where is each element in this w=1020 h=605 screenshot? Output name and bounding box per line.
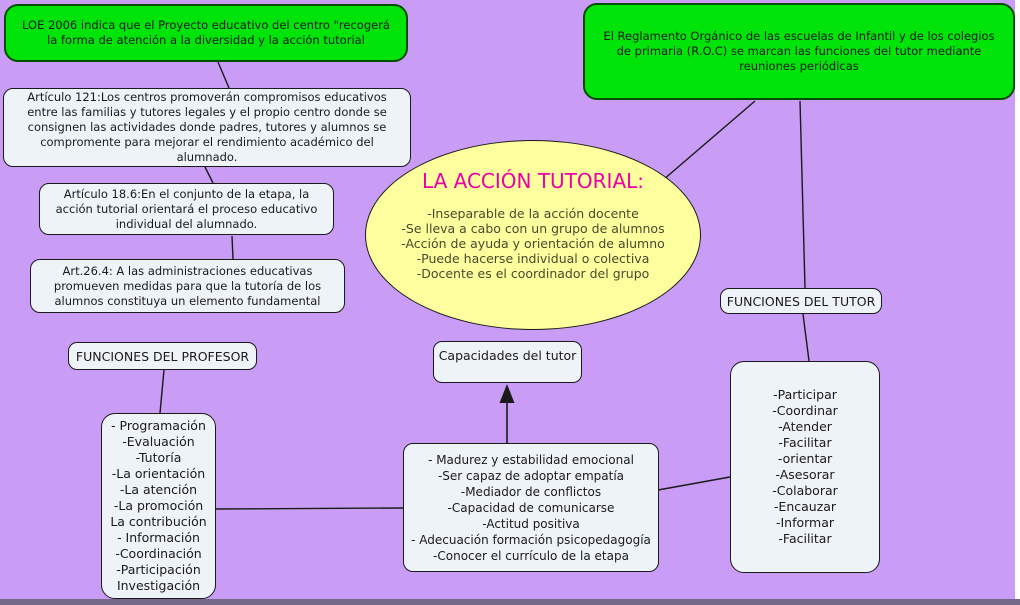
connector-capacidades-list-to-tutor-list: [657, 476, 731, 491]
node-funciones-del-profesor[interactable]: FUNCIONES DEL PROFESOR: [68, 342, 257, 370]
node-funciones-tutor-list[interactable]: -Participar -Coordinar -Atender -Facilit…: [730, 361, 880, 573]
canvas-bottom-edge: [0, 599, 1020, 605]
capacidades-del-tutor-label: Capacidades del tutor: [438, 348, 577, 363]
node-reglamento-organico[interactable]: El Reglamento Orgánico de las escuelas d…: [583, 3, 1015, 100]
node-capacidades-list[interactable]: - Madurez y estabilidad emocional -Ser c…: [403, 443, 659, 572]
node-loe-text: LOE 2006 indica que el Proyecto educativ…: [22, 18, 390, 47]
node-articulo-121[interactable]: Artículo 121:Los centros promoverán comp…: [3, 88, 411, 167]
connector-art121-to-art186: [204, 166, 214, 184]
connector-roc-to-ellipse: [662, 100, 756, 181]
funciones-profesor-list-items: - Programación -Evaluación -Tutoría -La …: [110, 418, 207, 593]
capacidades-list-items: - Madurez y estabilidad emocional -Ser c…: [411, 452, 651, 563]
node-funciones-profesor-list[interactable]: - Programación -Evaluación -Tutoría -La …: [101, 413, 216, 599]
node-funciones-del-tutor[interactable]: FUNCIONES DEL TUTOR: [720, 288, 882, 314]
node-roc-text: El Reglamento Orgánico de las escuelas d…: [603, 29, 995, 73]
connector-roc-to-funciones-tutor: [799, 100, 806, 289]
connector-loe-to-art121: [217, 61, 230, 89]
node-art-26-4[interactable]: Art.26.4: A las administraciones educati…: [30, 259, 345, 313]
node-la-accion-tutorial-ellipse[interactable]: LA ACCIÓN TUTORIAL: -Inseparable de la a…: [365, 140, 701, 330]
funciones-tutor-list-items: -Participar -Coordinar -Atender -Facilit…: [772, 387, 838, 546]
ellipse-title: LA ACCIÓN TUTORIAL:: [421, 169, 645, 193]
connector-art186-to-art264: [231, 235, 234, 260]
node-capacidades-del-tutor[interactable]: Capacidades del tutor: [433, 341, 582, 383]
arrow-capacidades-list-to-capacidades: [499, 384, 515, 443]
canvas-right-edge: [1015, 0, 1020, 605]
connector-profesor-list-to-capacidades-list: [215, 507, 404, 510]
arrowhead-up-icon: [499, 384, 515, 403]
node-articulo-18-6-text: Artículo 18.6:En el conjunto de la etapa…: [55, 186, 318, 231]
node-art-26-4-text: Art.26.4: A las administraciones educati…: [53, 263, 322, 308]
ellipse-bullet-list: -Inseparable de la acción docente -Se ll…: [401, 206, 665, 281]
connector-funciones-profesor-to-list: [159, 369, 165, 414]
node-loe-2006[interactable]: LOE 2006 indica que el Proyecto educativ…: [4, 4, 408, 62]
connector-funciones-tutor-to-list: [802, 313, 810, 362]
funciones-del-profesor-label: FUNCIONES DEL PROFESOR: [75, 348, 250, 364]
node-articulo-18-6[interactable]: Artículo 18.6:En el conjunto de la etapa…: [39, 183, 334, 235]
funciones-del-tutor-label: FUNCIONES DEL TUTOR: [726, 293, 876, 309]
node-articulo-121-text: Artículo 121:Los centros promoverán comp…: [27, 90, 387, 164]
